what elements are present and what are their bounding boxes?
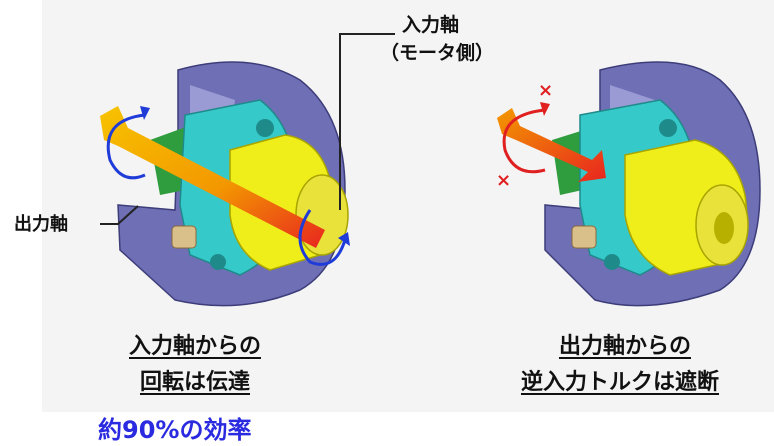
right-spring <box>571 225 597 249</box>
right-plate-hole-2 <box>604 254 620 270</box>
left-spring <box>171 225 197 249</box>
right-plate-hole <box>659 119 677 137</box>
left-flow-arrow <box>100 106 325 248</box>
left-rotation-arrowhead-2 <box>338 232 350 246</box>
right-hub-bore <box>714 212 734 244</box>
input-shaft-sublabel: （モータ側） <box>380 42 495 64</box>
left-clutch-assembly <box>100 33 395 307</box>
right-flow-arrow <box>497 108 606 182</box>
blocked-mark-bottom: × <box>496 170 512 191</box>
left-rotation-arrow-2 <box>298 209 347 266</box>
left-caption-line1: 入力軸からの <box>128 334 261 359</box>
left-plate-hole <box>256 119 274 137</box>
left-caption-line2: 回転は伝達 <box>139 370 250 395</box>
output-shaft-leader <box>100 205 139 225</box>
efficiency-note: 約90%の効率 <box>98 416 252 444</box>
right-caption-line2: 逆入力トルクは遮断 <box>520 370 719 395</box>
right-clutch-assembly <box>497 61 761 307</box>
left-rotation-arrow-1 <box>106 113 146 180</box>
output-shaft-label: 出力軸 <box>14 214 68 235</box>
input-shaft-label: 入力軸 <box>402 14 460 36</box>
right-rotation-arrow <box>502 108 546 174</box>
right-rotation-arrowhead <box>540 102 550 116</box>
input-shaft-leader <box>339 33 395 210</box>
right-caption-line1: 出力軸からの <box>558 334 691 359</box>
left-rotation-arrowhead-1 <box>140 106 150 120</box>
blocked-mark-top: × <box>538 80 554 101</box>
left-plate-hole-2 <box>210 254 226 270</box>
